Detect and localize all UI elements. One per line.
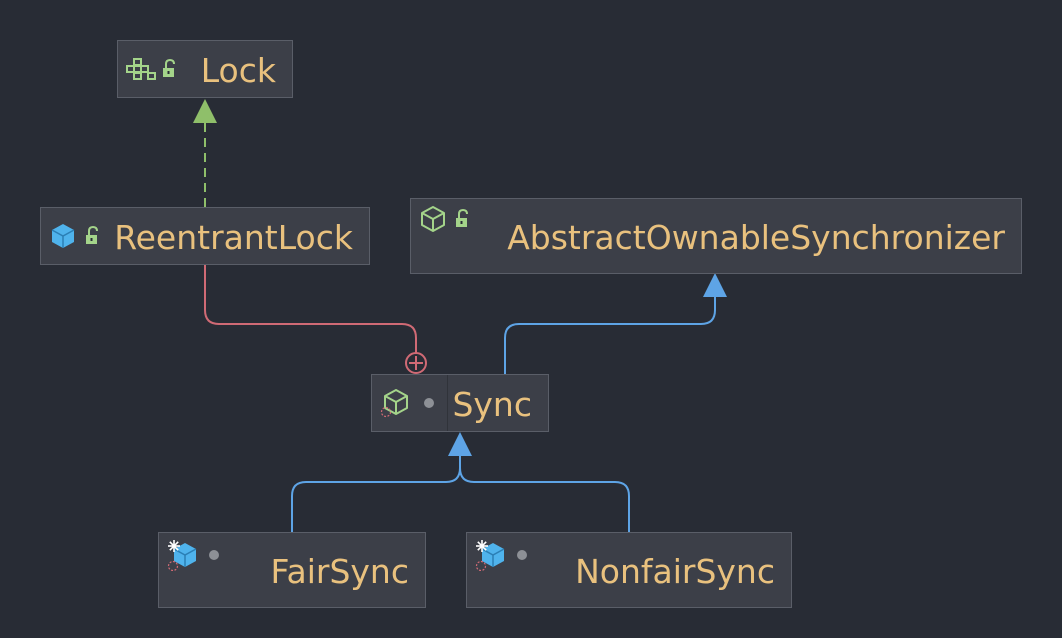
static-final-class-icon	[475, 540, 505, 571]
node-reentrantlock-icons	[49, 208, 105, 264]
node-lock-label: Lock	[200, 51, 276, 90]
edge-nonfairsync-extends-sync	[459, 455, 630, 532]
public-visibility-icon	[163, 58, 175, 77]
edge-sync-extends-aos	[504, 296, 716, 374]
node-nonfairsync-icons	[475, 539, 529, 571]
node-sync-icons	[380, 375, 436, 431]
node-abstractownablesynchronizer[interactable]: AbstractOwnableSynchronizer	[410, 198, 1022, 274]
node-sync-divider	[447, 375, 448, 431]
node-sync[interactable]: Sync	[371, 374, 549, 432]
extends-arrowhead-aos	[703, 273, 727, 297]
static-final-class-icon	[167, 540, 197, 571]
node-lock[interactable]: Lock	[117, 40, 293, 98]
node-reentrantlock[interactable]: ReentrantLock	[40, 207, 370, 265]
abstract-class-icon	[380, 389, 408, 418]
extends-arrowhead-sync	[448, 432, 472, 456]
node-reentrantlock-label: ReentrantLock	[114, 218, 353, 257]
node-nonfairsync[interactable]: NonfairSync	[466, 532, 792, 608]
edge-fairsync-extends-sync	[291, 455, 461, 532]
package-private-visibility-icon	[424, 398, 434, 408]
class-icon	[51, 224, 75, 248]
node-fairsync-label: FairSync	[270, 552, 409, 591]
node-aos-icons	[419, 205, 475, 233]
node-lock-icons	[126, 41, 182, 97]
public-visibility-icon	[86, 225, 98, 244]
node-aos-label: AbstractOwnableSynchronizer	[507, 218, 1005, 257]
edge-reentrantlock-nests-sync	[204, 265, 417, 353]
node-fairsync-icons	[167, 539, 221, 571]
abstract-class-icon	[421, 206, 445, 232]
node-sync-label: Sync	[452, 385, 532, 424]
node-fairsync[interactable]: FairSync	[158, 532, 426, 608]
package-private-visibility-icon	[209, 550, 219, 560]
implements-arrowhead	[193, 99, 217, 123]
nested-class-marker	[405, 352, 427, 374]
package-private-visibility-icon	[517, 550, 527, 560]
node-nonfairsync-label: NonfairSync	[575, 552, 775, 591]
public-visibility-icon	[456, 208, 468, 227]
interface-icon	[126, 58, 156, 80]
